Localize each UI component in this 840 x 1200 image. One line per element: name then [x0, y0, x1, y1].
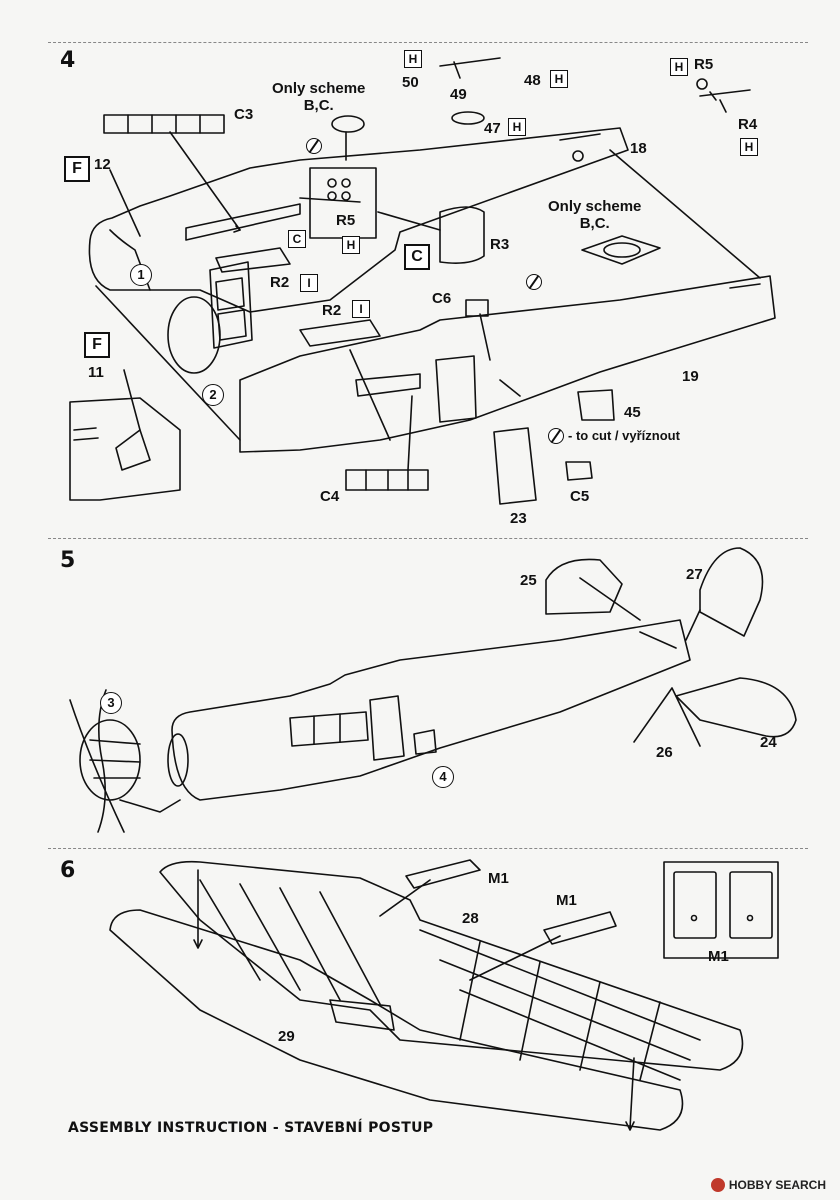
cut-mark-icon-top — [306, 138, 322, 154]
part-label-c3: C3 — [234, 106, 254, 123]
part-label-c6: C6 — [432, 290, 452, 307]
part-label-r5-top: R5 — [694, 56, 714, 73]
fuselage-assembled — [171, 619, 691, 801]
watermark-logo-icon — [710, 1178, 725, 1192]
paint-box-h-mid: H — [342, 236, 360, 254]
step-number-6: 6 — [60, 858, 77, 883]
part-label-29: 29 — [278, 1028, 295, 1045]
cut-legend-note: - to cut / vyříznout — [568, 428, 680, 443]
part-label-c5: C5 — [570, 488, 590, 505]
part-label-19: 19 — [682, 368, 699, 385]
paint-box-c-small: C — [288, 230, 306, 248]
part-label-45: 45 — [624, 404, 641, 421]
paint-box-h-r4: H — [740, 138, 758, 156]
part-label-12: 12 — [94, 156, 111, 173]
part-label-18: 18 — [630, 140, 647, 157]
part-label-m1-b: M1 — [556, 892, 577, 909]
part-label-27: 27 — [686, 566, 703, 583]
part-label-24: 24 — [760, 734, 777, 751]
sub-assembly-callout-1: 1 — [130, 264, 152, 286]
lower-wing — [109, 909, 684, 1131]
only-scheme-note-top: Only scheme B,C. — [272, 80, 366, 114]
only-scheme-note-right: Only scheme B,C. — [548, 198, 642, 232]
part-label-r3: R3 — [490, 236, 510, 253]
part-label-25: 25 — [520, 572, 537, 589]
part-label-47: 47 — [484, 120, 501, 137]
watermark: HOBBY SEARCH — [710, 1178, 826, 1192]
part-label-48: 48 — [524, 72, 541, 89]
part-label-c4: C4 — [320, 488, 340, 505]
cut-mark-icon-right — [526, 274, 542, 290]
part-label-r2-b: R2 — [322, 302, 342, 319]
part-label-m1-a: M1 — [488, 870, 509, 887]
sheet-title: ASSEMBLY INSTRUCTION - STAVEBNÍ POSTUP — [68, 1120, 434, 1136]
cut-mark-icon-legend — [548, 428, 564, 444]
part-label-28: 28 — [462, 910, 479, 927]
step-number-4: 4 — [60, 48, 77, 73]
paint-box-h-48: H — [550, 70, 568, 88]
part-label-23: 23 — [510, 510, 527, 527]
part-label-r4: R4 — [738, 116, 758, 133]
part-label-49: 49 — [450, 86, 467, 103]
part-label-r2-a: R2 — [270, 274, 290, 291]
divider-step6 — [48, 848, 808, 849]
divider-top — [48, 42, 808, 43]
part-label-26: 26 — [656, 744, 673, 761]
paint-box-h-r5: H — [670, 58, 688, 76]
paint-box-h-50: H — [404, 50, 422, 68]
divider-step5 — [48, 538, 808, 539]
part-label-50: 50 — [402, 74, 419, 91]
sub-assembly-callout-2: 2 — [202, 384, 224, 406]
step-number-5: 5 — [60, 548, 77, 573]
sub-assembly-callout-4: 4 — [432, 766, 454, 788]
part-label-11: 11 — [88, 364, 104, 381]
part-label-r5-mid: R5 — [336, 212, 356, 229]
paint-box-h-47: H — [508, 118, 526, 136]
fuselage-half-upper — [88, 127, 629, 313]
paint-box-i-a: I — [300, 274, 318, 292]
paint-box-f-a: F — [64, 156, 90, 182]
upper-wing — [159, 860, 744, 1071]
sub-assembly-callout-3: 3 — [100, 692, 122, 714]
part-label-m1-c: M1 — [708, 948, 729, 965]
paint-box-i-b: I — [352, 300, 370, 318]
watermark-text: HOBBY SEARCH — [728, 1178, 826, 1192]
paint-box-c-big: C — [404, 244, 430, 270]
fuselage-half-lower — [239, 275, 776, 453]
paint-box-f-b: F — [84, 332, 110, 358]
